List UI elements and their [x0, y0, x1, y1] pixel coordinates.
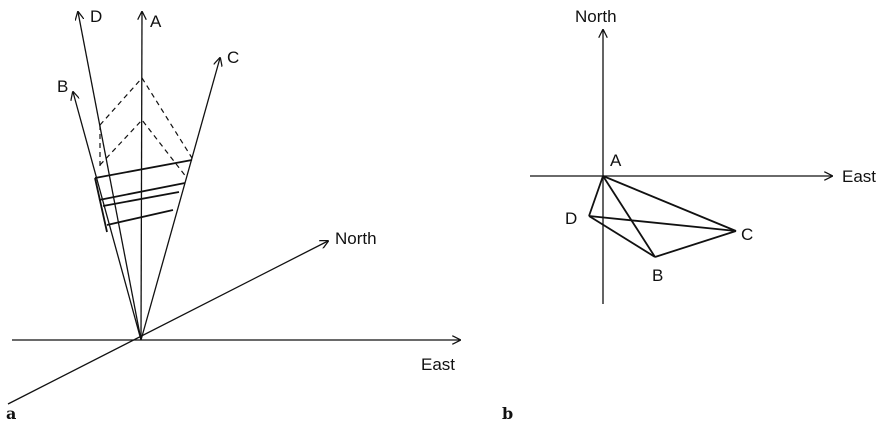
label-b-panel-b: B: [652, 266, 663, 285]
label-north-panel-b: North: [575, 7, 617, 26]
panel-a: A D B C North East a: [6, 7, 460, 423]
cross-line-3: [102, 191, 180, 207]
vector-c: [140, 58, 220, 341]
side-line-left: [94, 177, 108, 233]
label-a-panel-a: A: [150, 12, 162, 31]
panel-b: North East A D C B b: [502, 7, 876, 423]
edge-b-c: [654, 230, 737, 258]
edge-d-b: [588, 215, 656, 258]
label-north-panel-a: North: [335, 229, 377, 248]
edge-d-c: [588, 215, 737, 232]
edge-a-d: [588, 175, 604, 217]
dashed-projection-upper: [99, 77, 193, 159]
north-axis-a: [7, 241, 328, 405]
vector-a: [141, 12, 142, 341]
edge-a-b: [602, 175, 656, 258]
label-c-panel-b: C: [741, 225, 753, 244]
label-a-panel-b: A: [610, 151, 622, 170]
cross-line-2: [98, 182, 186, 201]
label-east-panel-b: East: [842, 167, 876, 186]
edge-a-c: [602, 175, 737, 232]
label-d-panel-b: D: [565, 209, 577, 228]
vector-b: [73, 92, 142, 341]
cross-line-1: [94, 159, 193, 179]
panel-tag-b: b: [502, 404, 513, 423]
panel-tag-a: a: [6, 404, 16, 423]
dashed-projection-lower: [99, 119, 188, 179]
label-c-panel-a: C: [227, 48, 239, 67]
label-b-panel-a: B: [57, 77, 68, 96]
cross-line-4: [106, 209, 174, 226]
label-east-panel-a: East: [421, 355, 455, 374]
label-d-panel-a: D: [90, 7, 102, 26]
